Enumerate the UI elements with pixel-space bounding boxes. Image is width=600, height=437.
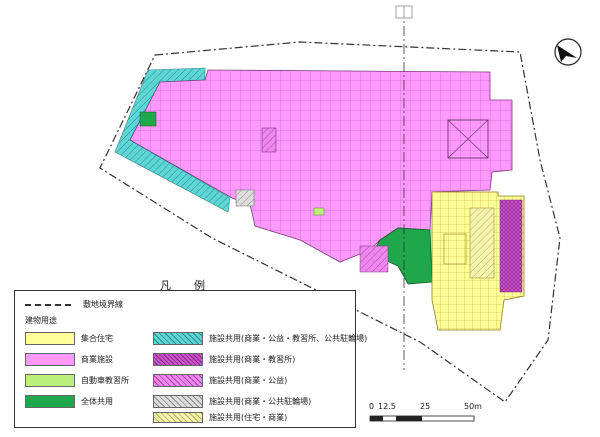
scale-tick-50: 50m [464,402,482,411]
atrium [447,119,489,159]
swatch-housing [25,332,75,345]
swatch-driving-school [25,374,75,387]
scale-tick-25: 25 [420,402,431,411]
legend-item-shared-gray: 施設共用(商業・公共駐輪場) [153,395,311,408]
swatch-shared-gray [153,395,203,408]
shared-core-west [139,111,157,127]
legend-usage-heading: 建物用途 [25,316,57,325]
scale-bar [369,415,475,422]
swatch-commercial [25,353,75,366]
scale-tick-12-5: 12.5 [378,402,396,411]
scale-tick-0: 0 [369,402,375,411]
legend: 敷地境界線 建物用途 集合住宅 商業施設 自動車教習所 全体共用 施設共用(商業… [14,290,367,428]
legend-title: 凡 例 [160,279,211,292]
driving-school-area [313,207,325,216]
swatch-shared-cyan [153,332,203,345]
legend-item-shared-all: 全体共用 [25,395,113,408]
legend-item-commercial: 商業施設 [25,353,113,366]
legend-boundary-label: 敷地境界線 [83,300,123,309]
swatch-shared-magenta [153,353,203,366]
legend-item-shared-pink: 施設共用(商業・公益) [153,374,287,387]
swatch-shared-all [25,395,75,408]
north-arrow-icon [554,38,582,66]
legend-item-driving-school: 自動車教習所 [25,374,129,387]
legend-item-housing: 集合住宅 [25,332,113,345]
dash-line-icon [25,303,71,306]
legend-item-shared-magenta: 施設共用(商業・教習所) [153,353,295,366]
site-boundary [99,41,561,403]
swatch-shared-pink [153,374,203,387]
legend-item-shared-cyan: 施設共用(商業・公益・教習所、公共駐輪場) [153,332,367,345]
legend-boundary: 敷地境界線 [25,299,123,310]
swatch-shared-yellow [153,412,203,423]
legend-item-shared-yellow: 施設共用(住宅・商業) [153,412,287,423]
